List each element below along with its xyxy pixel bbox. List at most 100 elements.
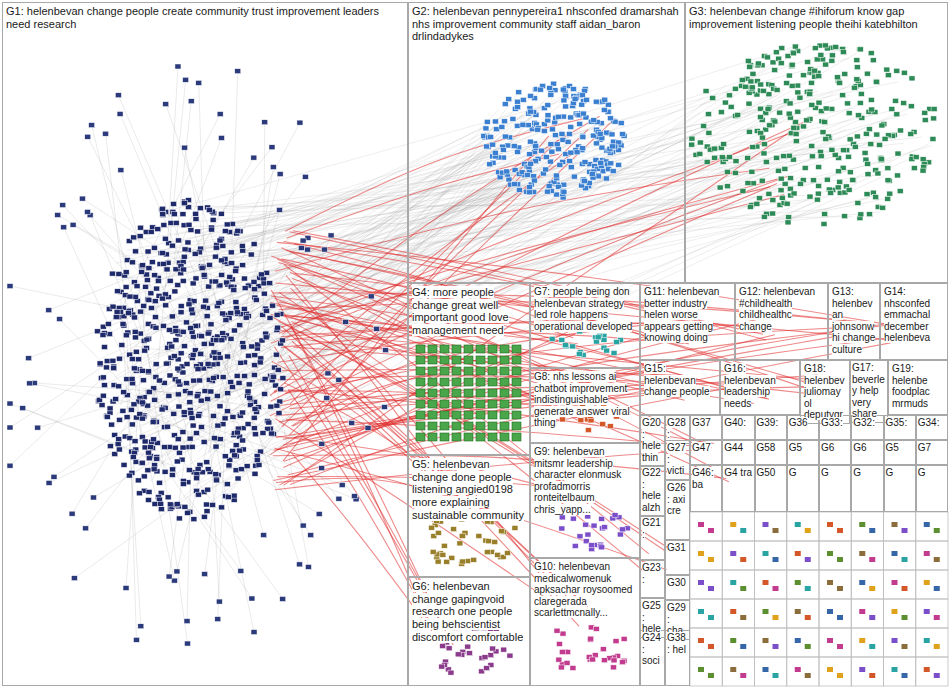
vertex-icon — [610, 169, 616, 174]
vertex-icon — [774, 87, 780, 92]
vertex-icon — [515, 149, 521, 154]
vertex-icon — [197, 378, 203, 383]
vertex-icon — [613, 639, 619, 644]
vertex-icon — [514, 123, 520, 128]
vertex-icon — [847, 170, 853, 175]
vertex-icon — [201, 341, 207, 346]
vertex-icon — [104, 359, 110, 364]
vertex-icon — [183, 320, 189, 325]
vertex-icon — [487, 162, 493, 167]
vertex-icon — [234, 373, 240, 378]
vertex-icon — [89, 123, 95, 128]
vertex-icon — [201, 272, 207, 277]
vertex-icon — [512, 378, 521, 386]
vertex-icon — [163, 102, 169, 107]
vertex-icon — [913, 155, 919, 160]
vertex-icon — [464, 400, 473, 408]
vertex-icon — [146, 297, 152, 302]
vertex-icon — [181, 410, 187, 415]
vertex-icon — [222, 454, 228, 459]
vertex-icon — [476, 389, 485, 397]
vertex-icon — [160, 212, 166, 217]
vertex-icon — [460, 533, 466, 538]
vertex-icon — [493, 127, 499, 132]
vertex-icon — [882, 136, 888, 141]
vertex-icon — [325, 371, 331, 376]
link-line — [168, 66, 178, 236]
vertex-icon — [878, 157, 884, 162]
vertex-icon — [35, 425, 41, 430]
vertex-icon — [217, 238, 223, 243]
vertex-icon — [156, 378, 162, 383]
vertex-icon — [758, 115, 764, 120]
vertex-icon — [210, 217, 216, 222]
vertex-icon — [270, 303, 276, 308]
vertex-icon — [308, 533, 314, 538]
vertex-icon — [452, 433, 461, 441]
vertex-icon — [476, 345, 485, 353]
link-line — [187, 87, 583, 391]
vertex-icon — [163, 303, 169, 308]
vertex-icon — [589, 543, 595, 548]
vertex-icon — [124, 415, 130, 420]
vertex-icon — [603, 131, 609, 136]
vertex-icon — [444, 559, 450, 564]
vertex-icon — [181, 201, 187, 206]
vertex-icon — [148, 229, 154, 234]
vertex-icon — [69, 511, 75, 516]
vertex-icon — [428, 367, 437, 375]
link-line — [153, 147, 272, 301]
vertex-icon — [858, 91, 864, 96]
link-line — [34, 383, 181, 393]
vertex-icon — [758, 82, 764, 87]
vertex-icon — [602, 525, 608, 530]
vertex-icon — [161, 261, 167, 266]
vertex-icon — [748, 79, 754, 84]
vertex-icon — [202, 572, 208, 577]
vertex-icon — [240, 248, 246, 253]
vertex-icon — [761, 151, 767, 156]
vertex-icon — [416, 345, 425, 353]
vertex-icon — [497, 175, 503, 180]
vertex-icon — [911, 166, 917, 171]
vertex-icon — [189, 415, 195, 420]
vertex-icon — [231, 493, 237, 498]
vertex-icon — [198, 398, 204, 403]
vertex-icon — [184, 619, 190, 624]
vertex-icon — [712, 146, 718, 151]
vertex-icon — [145, 370, 151, 375]
vertex-icon — [512, 411, 521, 419]
vertex-icon — [484, 144, 490, 149]
vertex-icon — [233, 268, 239, 273]
vertex-icon — [597, 131, 603, 136]
vertex-icon — [873, 195, 879, 200]
vertex-icon — [276, 411, 282, 416]
vertex-icon — [858, 212, 864, 217]
vertex-icon — [582, 160, 588, 165]
vertex-icon — [471, 557, 477, 562]
vertex-icon — [510, 116, 516, 121]
group-cell — [690, 628, 722, 657]
vertex-icon — [195, 229, 201, 234]
vertex-icon — [869, 107, 875, 112]
vertex-icon — [220, 331, 226, 336]
vertex-icon — [238, 568, 244, 573]
vertex-icon — [834, 75, 840, 80]
vertex-icon — [611, 351, 617, 356]
vertex-icon — [252, 471, 258, 476]
vertex-icon — [143, 284, 149, 289]
link-line — [211, 140, 764, 209]
vertex-icon — [263, 335, 269, 340]
vertex-icon — [557, 162, 563, 167]
vertex-icon — [708, 586, 714, 591]
vertex-icon — [349, 420, 355, 425]
vertex-icon — [502, 102, 508, 107]
vertex-icon — [763, 667, 769, 672]
vertex-icon — [698, 609, 704, 614]
vertex-icon — [763, 159, 769, 164]
vertex-icon — [833, 44, 839, 49]
vertex-icon — [795, 90, 801, 95]
vertex-icon — [850, 177, 856, 182]
vertex-icon — [452, 400, 461, 408]
vertex-icon — [167, 278, 173, 283]
